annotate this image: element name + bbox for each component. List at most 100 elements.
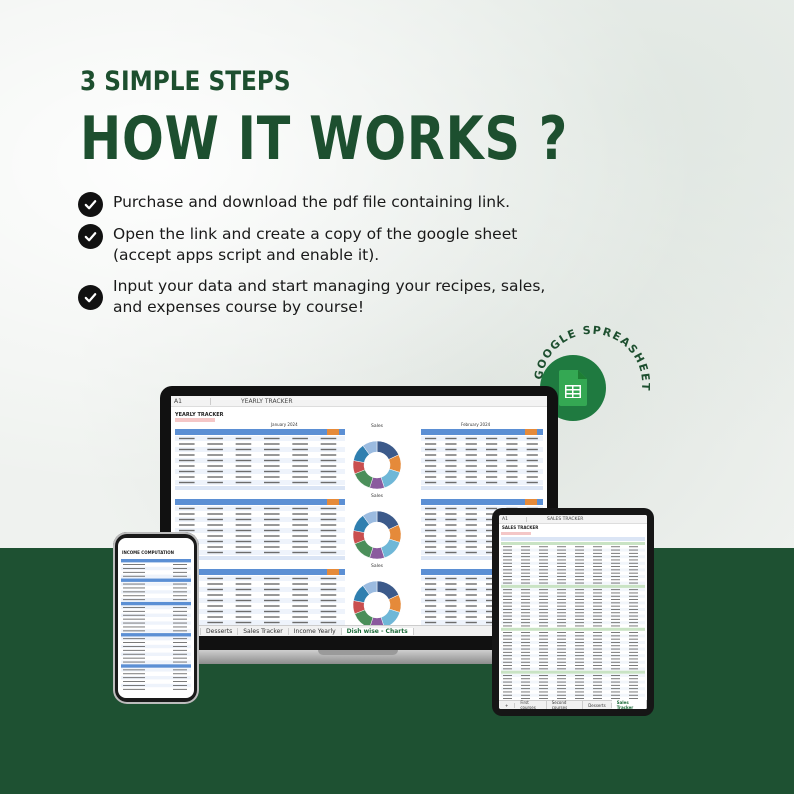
cell-text — [629, 665, 638, 666]
cell-text — [173, 677, 187, 679]
laptop-spreadsheet: A1 YEARLY TRACKER YEARLY TRACKER January… — [171, 396, 547, 636]
data-row — [421, 587, 543, 592]
cell-text — [575, 684, 584, 686]
header-accent — [327, 569, 339, 575]
data-row — [501, 677, 645, 681]
cell-text — [575, 576, 584, 577]
cell-text — [292, 518, 308, 521]
cell-text — [264, 621, 280, 624]
data-row — [421, 463, 543, 469]
cell-text — [526, 443, 538, 445]
laptop-notch — [318, 650, 398, 655]
cell-text — [539, 595, 548, 597]
cell-text — [292, 459, 308, 462]
data-row — [121, 562, 191, 567]
cell-text — [593, 658, 602, 660]
tab-dish-wise-charts[interactable]: Dish wise - Charts — [341, 627, 414, 635]
cell-text — [521, 655, 530, 657]
tab-desserts[interactable]: Desserts — [583, 702, 612, 708]
cell-text — [235, 610, 252, 613]
cell-text — [593, 609, 602, 610]
cell-text — [235, 524, 252, 526]
cell-text — [503, 655, 512, 657]
cell-text — [539, 648, 548, 650]
tab-sales-tracker[interactable]: Sales Tracker — [238, 627, 289, 635]
data-row — [501, 601, 645, 605]
cell-text — [503, 691, 512, 693]
cell-text — [557, 651, 566, 653]
tab-add[interactable]: + — [499, 702, 516, 708]
data-row — [501, 647, 645, 651]
cell-text — [539, 691, 548, 693]
cell-text — [123, 591, 145, 593]
tab-income-yearly[interactable]: Income Yearly — [289, 627, 342, 635]
cell-text — [292, 621, 308, 624]
cell-text — [123, 587, 145, 589]
data-row — [175, 609, 345, 614]
cell-text — [465, 599, 477, 602]
sheet-title: SALES TRACKER — [502, 525, 539, 530]
check-icon — [78, 285, 103, 310]
tab-second-courses[interactable]: Second courses — [547, 700, 584, 709]
cell-text — [611, 602, 620, 604]
cell-text — [445, 616, 457, 618]
cell-text — [292, 448, 308, 451]
cell-text — [445, 465, 457, 467]
cell-text — [521, 579, 530, 581]
cell-text — [629, 684, 638, 686]
data-row — [175, 614, 345, 620]
phone-mockup: INCOME COMPUTATION — [113, 532, 199, 704]
cell-text — [526, 476, 538, 478]
cell-text — [575, 638, 584, 640]
cell-text — [575, 612, 584, 614]
cell-text — [593, 694, 602, 696]
cell-text — [503, 562, 512, 564]
cell-text — [611, 648, 620, 650]
cell-text — [320, 513, 337, 515]
cell-text — [123, 626, 145, 628]
cell-text — [629, 592, 638, 594]
data-row — [501, 693, 645, 697]
cell-text — [425, 448, 437, 451]
cell-text — [503, 605, 512, 607]
cell-text — [503, 688, 512, 690]
tab-desserts[interactable]: Desserts — [201, 627, 239, 635]
data-row — [501, 683, 645, 687]
data-row — [121, 637, 191, 641]
cell-text — [539, 552, 548, 554]
data-row — [175, 528, 345, 533]
cell-text — [557, 576, 566, 577]
cell-text — [320, 524, 337, 526]
cell-text — [557, 618, 566, 620]
data-row — [501, 588, 645, 592]
cell-text — [526, 459, 538, 462]
tab-sales-tracker[interactable]: Sales Tracker — [611, 700, 647, 709]
cell-text — [425, 437, 437, 440]
cell-text — [629, 572, 638, 574]
tab-first-courses[interactable]: First courses — [515, 700, 547, 709]
cell-text — [611, 595, 620, 597]
cell-text — [486, 513, 498, 515]
cell-text — [575, 622, 584, 624]
cell-text — [465, 529, 477, 532]
cell-text — [557, 632, 566, 633]
cell-text — [521, 698, 530, 699]
cell-text — [506, 481, 518, 484]
cell-text — [557, 698, 566, 699]
cell-text — [503, 556, 512, 558]
cell-text — [593, 549, 602, 551]
cell-text — [123, 622, 145, 624]
cell-text — [575, 609, 584, 610]
cell-text — [575, 688, 584, 690]
data-row — [501, 594, 645, 598]
cell-text — [575, 645, 584, 647]
cell-text — [425, 524, 437, 526]
cell-text — [575, 635, 584, 637]
step-text: Input your data and start managing your … — [113, 277, 546, 316]
cell-text — [629, 642, 638, 643]
data-row — [175, 517, 345, 522]
cell-text — [486, 540, 498, 543]
cell-text — [611, 632, 620, 633]
cell-text — [465, 535, 477, 537]
cell-text — [235, 616, 252, 618]
